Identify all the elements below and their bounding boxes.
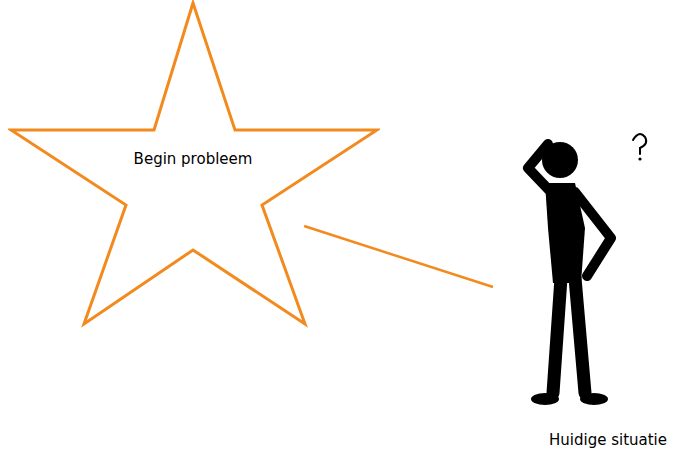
node-label: Huidige situatie [549, 431, 667, 449]
star-shape: Begin probleem [8, 0, 380, 328]
thinking-figure: Huidige situatie [493, 128, 673, 458]
connector-line [304, 226, 493, 287]
thinking-figure-outline [493, 128, 673, 458]
stick-figure [528, 134, 646, 405]
node-label: Begin probleem [134, 150, 253, 168]
star-outline [11, 3, 377, 324]
